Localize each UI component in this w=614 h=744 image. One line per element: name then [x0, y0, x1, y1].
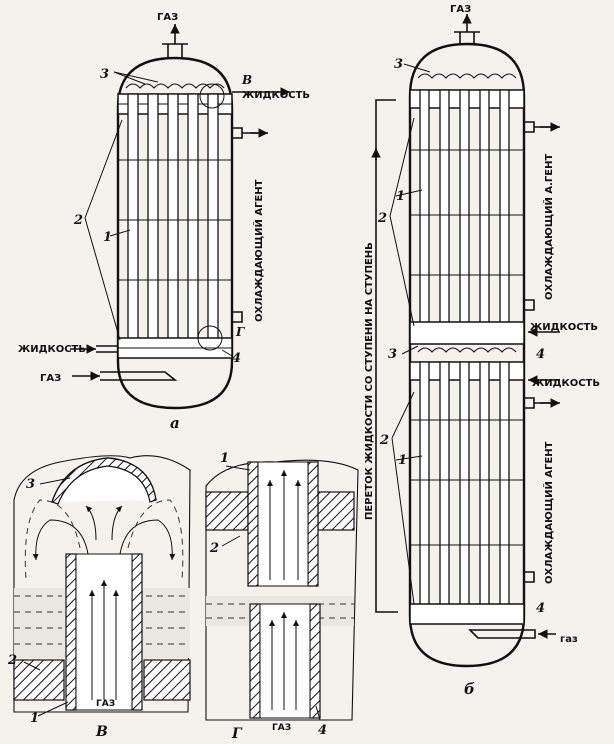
overflow-pipe-b: [375, 99, 398, 613]
tubes-a: [127, 93, 219, 357]
gas-outlet-nozzle-b: [454, 31, 480, 44]
label-overflow: ПЕРЕТОК ЖИДКОСТИ СО СТУПЕНИ НА СТУПЕНЬ: [364, 242, 375, 520]
caption-v: В: [95, 724, 108, 740]
marker-v-a: В: [241, 73, 252, 87]
marker-2-b-bottom: 2: [379, 433, 389, 448]
marker-2-g: 2: [209, 541, 219, 556]
caps-b-middle: [417, 347, 517, 353]
detail-v-border: [13, 455, 191, 713]
marker-1-b-bottom: 1: [398, 453, 407, 468]
coolant-inlet-b2: [524, 571, 535, 583]
detail-g-sheet-right: [317, 491, 355, 531]
label-gas-in-a: ГАЗ: [40, 373, 61, 384]
coolant-inlet-b1: [524, 299, 535, 311]
caption-a: а: [170, 414, 180, 432]
label-gas-v: ГАЗ: [96, 699, 115, 709]
caption-b: б: [464, 680, 475, 698]
marker-3-b-top: 3: [394, 57, 403, 72]
detail-g-upper-tube-wall-left: [247, 461, 259, 587]
gas-outlet-nozzle-a: [162, 43, 188, 58]
gas-inlet-b: [468, 629, 536, 639]
detail-v-tube-wall-right: [131, 553, 143, 711]
marker-2-b-top: 2: [377, 211, 387, 226]
label-coolant-b-top: ОХЛАЖДАЮЩИЙ А.ГЕНТ: [542, 154, 555, 300]
marker-4-b-bottom: 4: [536, 601, 545, 616]
marker-3-a: 3: [100, 67, 109, 82]
tubes-b-stage1: [419, 89, 510, 331]
detail-g-lower-tube-wall-left: [249, 603, 261, 719]
detail-v: 3 2 1 ГАЗ В: [7, 455, 191, 740]
detail-g-upper-tube-wall-right: [307, 461, 319, 587]
label-liquid-out-a: ЖИДКОСТЬ: [242, 90, 310, 101]
tube-sheet-b-bottom: [409, 603, 525, 625]
detail-v-sheet-left: [13, 659, 65, 701]
tubes-b-stage2: [419, 361, 510, 617]
detail-v-tube-wall-left: [65, 553, 77, 711]
marker-2-v: 2: [7, 653, 17, 668]
detail-g: 2 1 4 ГАЗ Г: [205, 451, 359, 742]
caps-b-top: [417, 73, 517, 79]
coolant-inlet-a: [232, 311, 243, 323]
shell-a: [116, 56, 234, 410]
label-gas-in-b: газ: [560, 634, 578, 645]
label-gas-out-a: ГАЗ: [157, 12, 178, 23]
detail-v-sheet-right: [143, 659, 191, 701]
marker-g-a: Г: [235, 325, 245, 339]
marker-3-v: 3: [26, 477, 35, 492]
marker-1-a: 1: [103, 230, 112, 245]
apparatus-a: ГАЗ ЖИДКОСТЬ ЖИДКОСТЬ ГАЗ ОХЛАЖДАЮЩИЙ АГ…: [18, 12, 310, 432]
marker-1-v: 1: [30, 711, 39, 726]
label-coolant-b-bottom: ОХЛАЖДАЮЩИЙ АГЕНТ: [542, 441, 555, 584]
marker-4-a: 4: [232, 351, 241, 366]
marker-3-b-mid: 3: [388, 347, 397, 362]
tube-sheet-b-middle: [409, 321, 525, 345]
detail-g-sheet-left: [205, 491, 249, 531]
label-liquid-b1: ЖИДКОСТЬ: [530, 322, 598, 333]
detail-g-lower-tube-wall-right: [309, 603, 321, 719]
detail-g-circle-a: [197, 325, 223, 351]
marker-2-a: 2: [73, 213, 83, 228]
liquid-inlet-a: [96, 345, 118, 353]
label-coolant-a: ОХЛАЖДАЮЩИЙ АГЕНТ: [252, 179, 265, 322]
label-gas-out-b: ГАЗ: [450, 4, 471, 15]
label-gas-g: ГАЗ: [272, 723, 291, 733]
detail-g-border: [205, 459, 359, 721]
marker-4-g: 4: [318, 723, 327, 738]
marker-1-b-top: 1: [396, 189, 405, 204]
caption-g: Г: [231, 726, 243, 742]
caps-a: [125, 83, 225, 89]
apparatus-b: ГАЗ ЖИДКОСТЬ ЖИДКОСТЬ газ ОХЛАЖДАЮЩИЙ А.…: [364, 4, 600, 698]
detail-v-circle-a: [199, 83, 225, 109]
label-liquid-b2: ЖИДКОСТЬ: [532, 378, 600, 389]
marker-1-g: 1: [220, 451, 229, 466]
label-liquid-in-a: ЖИДКОСТЬ: [18, 344, 86, 355]
marker-4-b-mid: 4: [536, 347, 545, 362]
gas-inlet-a: [100, 371, 178, 381]
